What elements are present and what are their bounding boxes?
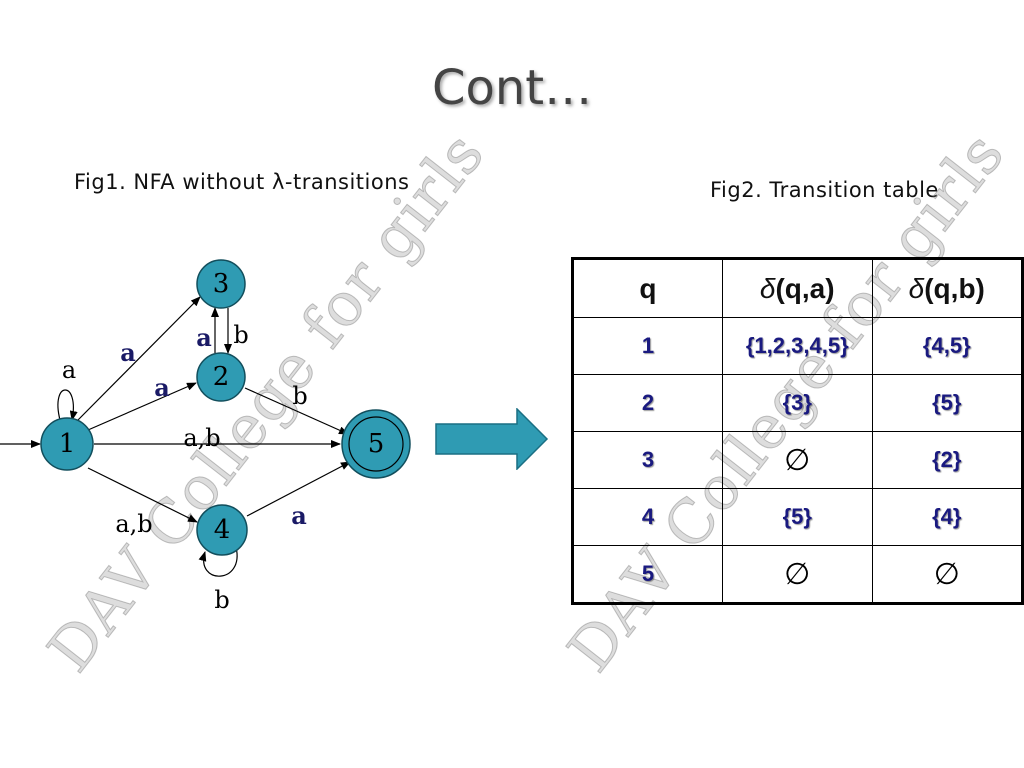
row-delta-a: {3}: [721, 374, 873, 432]
edge-1-4: [87, 467, 198, 523]
header-delta-a-args: (q,a): [775, 272, 835, 304]
edge-1-2: [87, 382, 197, 431]
edge-label-2-3: a: [196, 323, 212, 352]
row-delta-a: ∅: [721, 431, 873, 489]
edge-label-1-2: a: [154, 373, 170, 402]
slide-title: Cont…: [431, 60, 593, 116]
edge-label-4-5: a: [291, 501, 307, 530]
state-3: 3: [196, 259, 246, 309]
edge-label-3-2: b: [233, 321, 248, 349]
state-4: 4: [196, 504, 248, 556]
nfa-diagram: a a a a,b a,b a b b a b 1 2 3 4 5: [0, 259, 411, 614]
fig1-caption: Fig1. NFA without λ-transitions: [74, 170, 410, 194]
transition-table: q δ(q,a) δ(q,b) 1 {1,2,3,4,5} {4,5} 2 {3…: [571, 257, 1024, 605]
table-row: 2 {3} {5}: [572, 374, 1024, 432]
state-3-label: 3: [213, 269, 230, 299]
table-header-row: q δ(q,a) δ(q,b): [572, 258, 1024, 318]
edge-label-1-1: a: [62, 356, 76, 384]
edge-label-1-5: a,b: [183, 424, 220, 452]
state-4-label: 4: [214, 515, 231, 545]
state-1-label: 1: [59, 429, 76, 459]
table-row: 4 {5} {4}: [572, 488, 1024, 546]
edge-1-3: [77, 296, 201, 421]
header-delta-b: δ(q,b): [871, 258, 1024, 318]
edge-label-2-5: b: [292, 382, 307, 410]
edge-label-1-3: a: [120, 338, 136, 367]
state-5-label: 5: [368, 429, 385, 459]
row-state: 1: [572, 317, 723, 375]
state-2-label: 2: [213, 362, 230, 392]
row-delta-a: {1,2,3,4,5}: [721, 317, 873, 375]
table-row: 5 ∅ ∅: [572, 545, 1024, 604]
fig2-caption: Fig2. Transition table: [710, 178, 939, 202]
state-1: 1: [40, 417, 94, 471]
edge-4-5: [246, 461, 351, 517]
header-q: q: [572, 258, 723, 318]
table-row: 3 ∅ {2}: [572, 431, 1024, 489]
edge-label-1-4: a,b: [115, 510, 152, 538]
delta-symbol: δ: [759, 272, 776, 304]
row-delta-b: ∅: [871, 545, 1024, 604]
row-state: 2: [572, 374, 723, 432]
row-delta-a: ∅: [721, 545, 873, 604]
delta-symbol: δ: [908, 272, 925, 304]
state-2: 2: [196, 352, 246, 402]
table-row: 1 {1,2,3,4,5} {4,5}: [572, 317, 1024, 375]
row-delta-a: {5}: [721, 488, 873, 546]
edge-label-4-4: b: [214, 586, 229, 614]
header-delta-b-args: (q,b): [924, 272, 985, 304]
row-delta-b: {5}: [871, 374, 1024, 432]
row-state: 5: [572, 545, 723, 604]
header-delta-a: δ(q,a): [721, 258, 873, 318]
row-delta-b: {4,5}: [871, 317, 1024, 375]
right-arrow-icon: [435, 408, 549, 470]
edge-1-1: [57, 389, 78, 421]
row-state: 4: [572, 488, 723, 546]
edge-4-4: [198, 546, 238, 577]
row-delta-b: {4}: [871, 488, 1024, 546]
edge-2-5: [244, 387, 349, 435]
row-state: 3: [572, 431, 723, 489]
state-5-accepting: 5: [341, 409, 411, 479]
row-delta-b: {2}: [871, 431, 1024, 489]
